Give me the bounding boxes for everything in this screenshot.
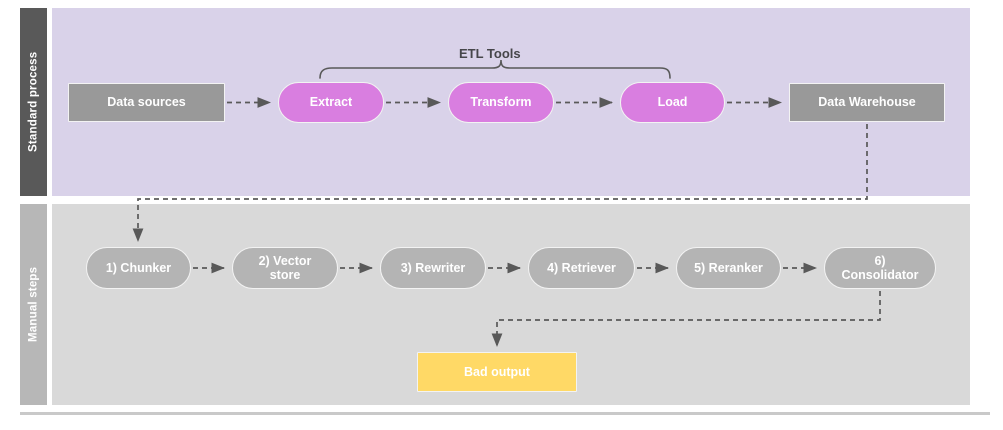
node-data-sources[interactable]: Data sources: [68, 83, 225, 122]
node-vector-store[interactable]: 2) Vector store: [232, 247, 338, 289]
node-reranker[interactable]: 5) Reranker: [676, 247, 781, 289]
etl-tools-label: ETL Tools: [459, 46, 521, 61]
node-data-warehouse[interactable]: Data Warehouse: [789, 83, 945, 122]
node-bad-output[interactable]: Bad output: [417, 352, 577, 392]
node-rewriter[interactable]: 3) Rewriter: [380, 247, 486, 289]
node-chunker[interactable]: 1) Chunker: [86, 247, 191, 289]
node-extract[interactable]: Extract: [278, 82, 384, 123]
node-consolidator[interactable]: 6) Consolidator: [824, 247, 936, 289]
lane-standard-process-label: Standard process: [20, 8, 47, 196]
node-transform[interactable]: Transform: [448, 82, 554, 123]
node-retriever[interactable]: 4) Retriever: [528, 247, 635, 289]
bottom-divider: [20, 412, 990, 415]
lane-manual-steps-label: Manual steps: [20, 204, 47, 405]
node-load[interactable]: Load: [620, 82, 725, 123]
